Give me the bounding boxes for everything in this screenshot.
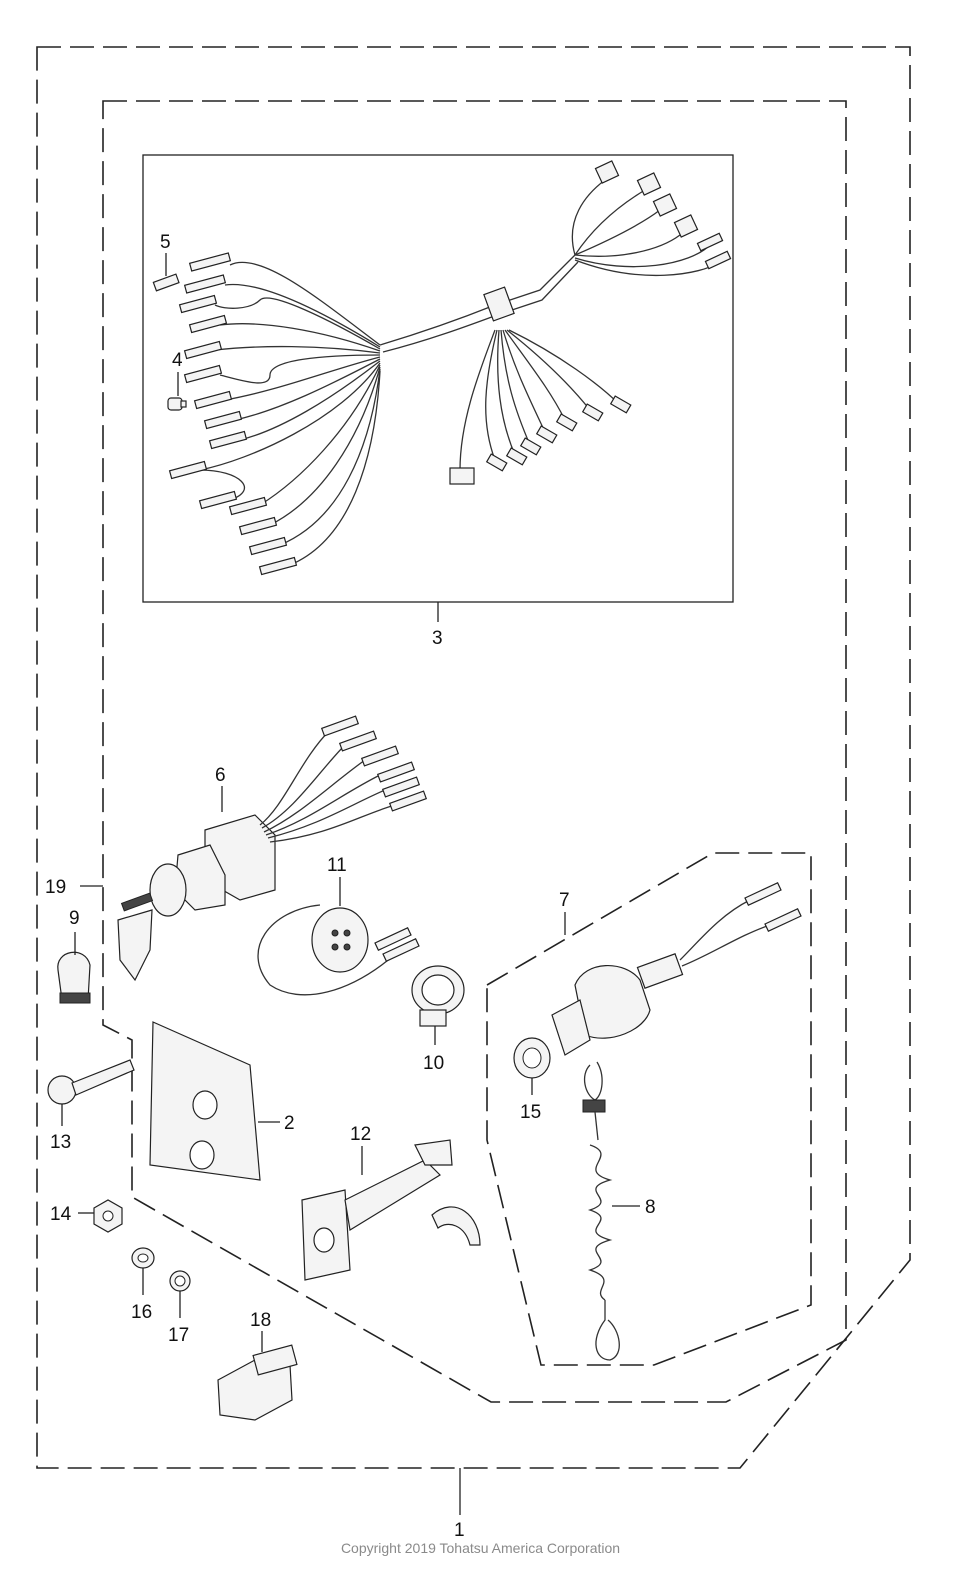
callout-6: 6 — [215, 765, 226, 786]
wire-harness — [168, 160, 732, 576]
callout-7: 7 — [559, 890, 570, 911]
leader-lines — [61, 253, 640, 1515]
screw-part-13 — [47, 1059, 135, 1105]
callout-9: 9 — [69, 908, 80, 929]
callout-18: 18 — [250, 1310, 271, 1331]
clip-part-9 — [57, 951, 91, 1004]
callout-1: 1 — [454, 1520, 465, 1541]
callout-13: 13 — [50, 1132, 71, 1153]
lanyard-part-8 — [582, 1061, 620, 1361]
nut-part-14 — [93, 1199, 123, 1233]
callout-14: 14 — [50, 1204, 72, 1225]
callout-19: 19 — [45, 877, 66, 898]
copyright-notice: Copyright 2019 Tohatsu America Corporati… — [340, 1540, 621, 1556]
callout-10: 10 — [423, 1053, 444, 1074]
outer-kit-frame — [36, 46, 911, 1469]
washer-part-16 — [131, 1247, 155, 1269]
plate-part-2 — [149, 1021, 261, 1181]
callout-16: 16 — [131, 1302, 152, 1323]
callout-3: 3 — [432, 628, 443, 649]
stop-switch-part-7 — [551, 881, 802, 1056]
connector-part-18 — [217, 1344, 298, 1421]
callout-17: 17 — [168, 1325, 189, 1346]
cap-part-4 — [167, 397, 187, 411]
bracket-part-12 — [301, 1139, 481, 1281]
callout-8: 8 — [645, 1197, 656, 1218]
washer-part-17 — [169, 1270, 191, 1292]
callout-15: 15 — [520, 1102, 541, 1123]
ignition-switch-part-6 — [117, 715, 428, 982]
callout-12: 12 — [350, 1124, 371, 1145]
callout-11: 11 — [327, 855, 347, 876]
inner-kit-frame — [102, 100, 847, 1403]
sleeve-part-5 — [152, 273, 180, 292]
clamp-part-10 — [411, 965, 465, 1027]
callout-5: 5 — [160, 232, 171, 253]
stop-switch-frame — [486, 852, 812, 1366]
callout-4: 4 — [172, 350, 183, 371]
nut-part-15 — [513, 1037, 551, 1079]
buzzer-part-11 — [257, 904, 420, 996]
callout-2: 2 — [284, 1113, 295, 1134]
